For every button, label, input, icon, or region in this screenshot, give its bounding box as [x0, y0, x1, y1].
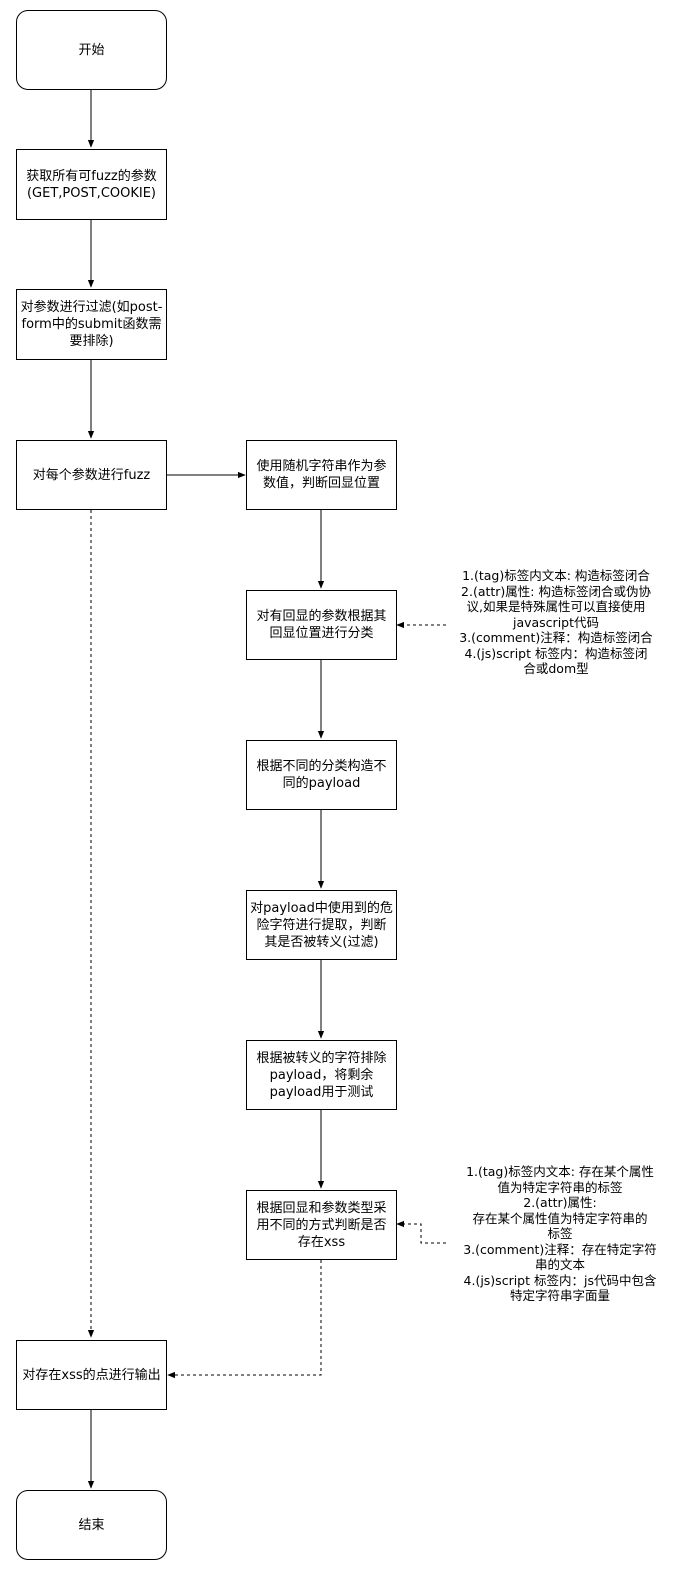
- dashed-arrow-judge-to-output: [167, 1260, 322, 1379]
- dashed-arrow-judge-note: [396, 1220, 446, 1244]
- classify-note: 1.(tag)标签内文本: 构造标签闭合 2.(attr)属性: 构造标签闭合或…: [459, 568, 653, 676]
- filter-params-node: 对参数进行过滤(如post- form中的submit函数需 要排除): [16, 289, 167, 360]
- fuzz-each-node: 对每个参数进行fuzz: [16, 440, 167, 510]
- get-params-node: 获取所有可fuzz的参数 (GET,POST,COOKIE): [16, 149, 167, 220]
- random-string-node: 使用随机字符串作为参 数值，判断回显位置: [246, 440, 397, 510]
- classify-node: 对有回显的参数根据其 回显位置进行分类: [246, 590, 397, 660]
- judge-xss-node: 根据回显和参数类型采 用不同的方式判断是否 存在xss: [246, 1190, 397, 1260]
- exclude-payload-node: 根据被转义的字符排除 payload，将剩余 payload用于测试: [246, 1040, 397, 1110]
- start-node: 开始: [16, 10, 167, 90]
- judge-note: 1.(tag)标签内文本: 存在某个属性 值为特定字符串的标签 2.(attr)…: [463, 1164, 657, 1303]
- build-payload-node: 根据不同的分类构造不 同的payload: [246, 740, 397, 810]
- output-node: 对存在xss的点进行输出: [16, 1340, 167, 1410]
- extract-chars-node: 对payload中使用到的危 险字符进行提取，判断 其是否被转义(过滤): [246, 890, 397, 960]
- end-node: 结束: [16, 1490, 167, 1560]
